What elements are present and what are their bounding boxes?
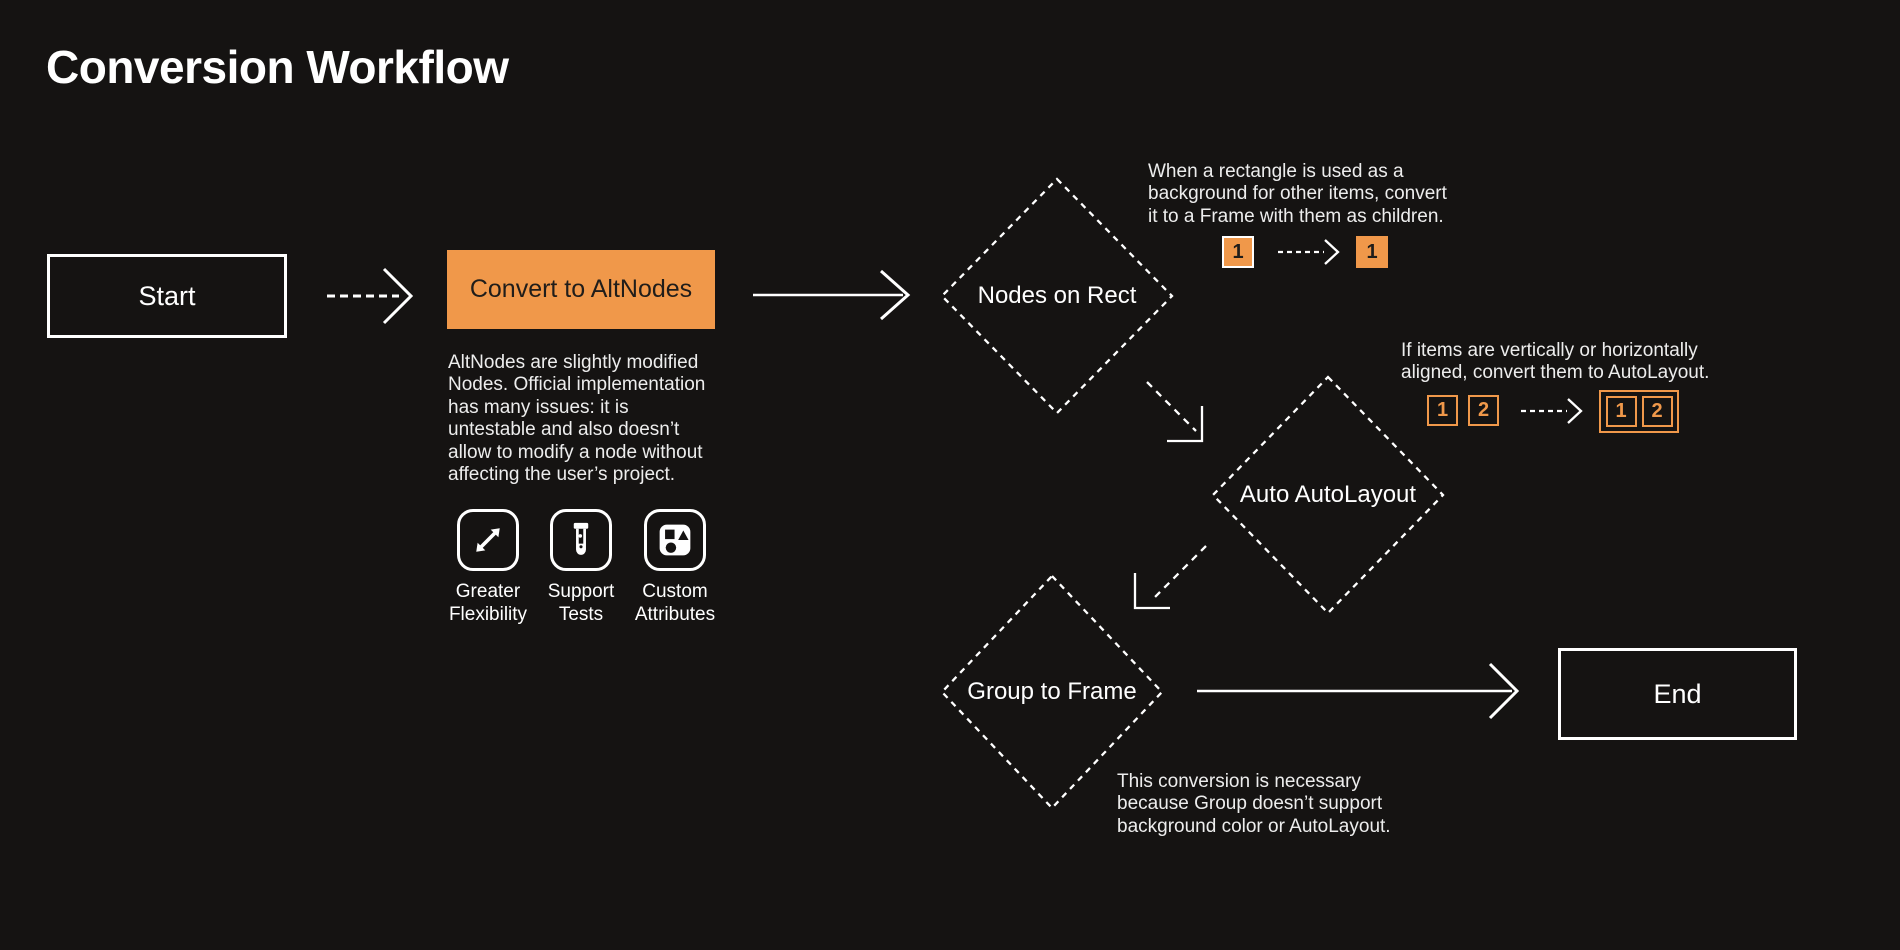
dashed-arrow-items-to-autolayout	[1521, 398, 1583, 424]
dashed-arrow-start-to-convert	[327, 267, 414, 325]
solid-arrow-convert-to-nodes-on-rect	[753, 269, 911, 321]
note-rect-to-frame: When a rectangle is used as a background…	[1148, 161, 1447, 227]
altnodes-description: AltNodes are slightly modified Nodes. Of…	[448, 352, 706, 486]
mini-frame-item: 1	[1356, 236, 1388, 268]
mini-autolayout-frame: 1 2	[1599, 390, 1679, 433]
mini-item-2: 2	[1641, 396, 1673, 427]
feature-label: Custom Attributes	[634, 581, 716, 625]
node-convert-to-altnodes: Convert to AltNodes	[447, 250, 715, 329]
feature-label: Greater Flexibility	[448, 581, 528, 625]
solid-arrow-group-to-frame-to-end	[1197, 662, 1520, 720]
dashed-arrow-rect-to-frame	[1278, 239, 1340, 265]
node-auto-autolayout-label: Auto AutoLayout	[1239, 481, 1417, 508]
node-start: Start	[47, 254, 287, 338]
dashed-arrow-nodes-on-rect-to-auto-autolayout	[1146, 381, 1204, 443]
feature-greater-flexibility: Greater Flexibility	[440, 509, 536, 626]
shapes-icon	[644, 509, 706, 571]
node-end: End	[1558, 648, 1797, 740]
feature-label: Support Tests	[547, 581, 615, 625]
node-group-to-frame-label: Group to Frame	[967, 678, 1137, 705]
diamond-nodes-on-rect	[940, 177, 1174, 415]
expand-icon	[457, 509, 519, 571]
note-autolayout: If items are vertically or horizontally …	[1401, 340, 1710, 384]
note-group-to-frame: This conversion is necessary because Gro…	[1117, 771, 1391, 837]
mini-rect-item: 1	[1222, 236, 1254, 268]
test-tube-icon	[550, 509, 612, 571]
page-title: Conversion Workflow	[46, 41, 509, 93]
mini-item-1: 1	[1427, 395, 1458, 426]
mini-item-2: 2	[1468, 395, 1499, 426]
feature-custom-attributes: Custom Attributes	[628, 509, 722, 626]
mini-item-1: 1	[1605, 396, 1637, 427]
feature-support-tests: Support Tests	[542, 509, 620, 626]
diamond-group-to-frame	[940, 574, 1164, 810]
node-nodes-on-rect-label: Nodes on Rect	[977, 282, 1137, 309]
dashed-arrow-auto-autolayout-to-group-to-frame	[1133, 545, 1207, 610]
